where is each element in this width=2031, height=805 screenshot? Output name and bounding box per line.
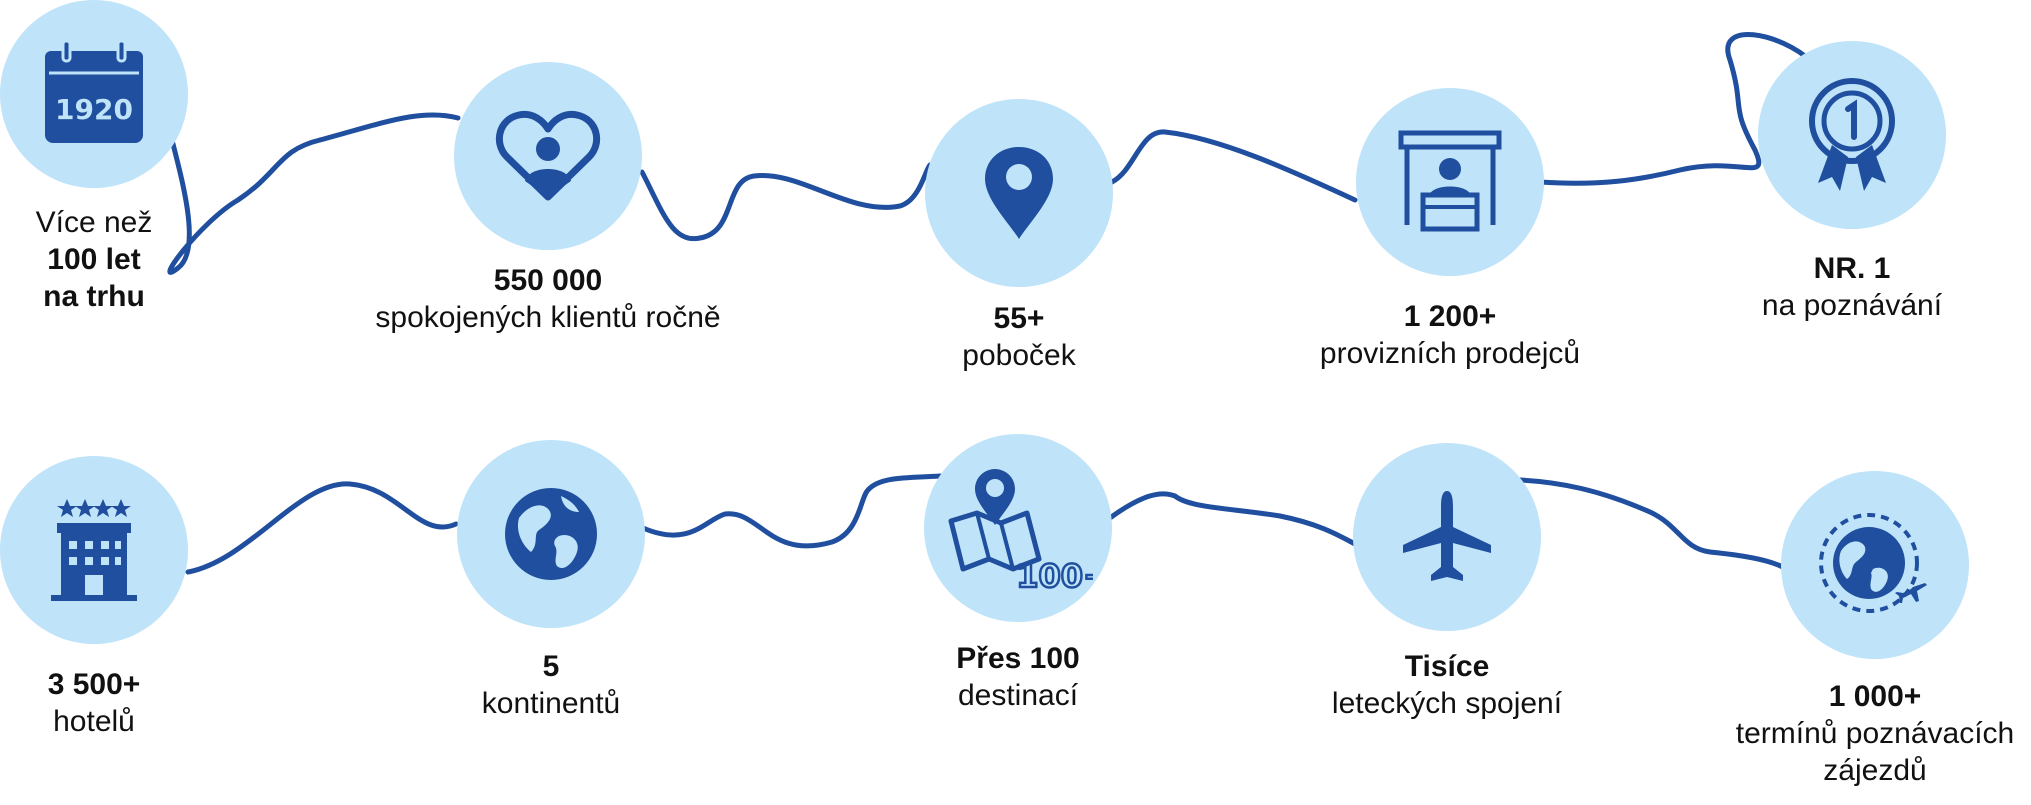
stat-caption: 550 000 spokojených klientů ročně (375, 262, 720, 336)
stat-circle: 100+ (924, 434, 1112, 622)
stat-value: NR. 1 (1813, 252, 1891, 285)
stat-circle: 1920 (0, 0, 188, 188)
stat-label: spokojených klientů ročně (375, 301, 721, 334)
svg-text:1920: 1920 (55, 93, 133, 126)
stat-value: 1 000+ (1828, 680, 1922, 713)
stat-value: 1 200+ (1403, 300, 1497, 333)
stat-circle (925, 99, 1113, 287)
stat-label: kontinentů (481, 687, 621, 720)
stat-caption: Tisíce leteckých spojení (1332, 648, 1562, 722)
stat-value: 3 500+ (47, 668, 141, 701)
stat-label: leteckých spojení (1331, 687, 1563, 720)
stat-circle (1758, 41, 1946, 229)
stat-value: 550 000 (493, 264, 603, 297)
stat-label: zájezdů (1823, 754, 1927, 787)
stat-caption: 1 000+ termínů poznávacích zájezdů (1736, 678, 2014, 789)
svg-text:100+: 100+ (1016, 557, 1093, 593)
stat-circle (457, 440, 645, 628)
stat-label: na poznávání (1761, 289, 1943, 322)
stat-label: poboček (962, 339, 1076, 372)
connector-path-top (167, 32, 1815, 275)
award-medal-icon (1809, 78, 1895, 191)
stat-caption: NR. 1 na poznávání (1762, 250, 1942, 324)
sales-booth-icon (1398, 130, 1502, 232)
stat-value: 100 let (47, 243, 141, 276)
map-pin-icon (985, 147, 1053, 239)
stat-value: Tisíce (1404, 650, 1490, 683)
stat-circle (1781, 471, 1969, 659)
stat-label: hotelů (53, 705, 135, 738)
stat-caption: Více než 100 let na trhu (36, 204, 153, 315)
hotel-icon (51, 499, 137, 601)
stat-value: 5 (542, 650, 560, 683)
stat-caption: 55+ poboček (962, 300, 1075, 374)
stat-circle (454, 62, 642, 250)
stat-caption: 3 500+ hotelů (48, 666, 141, 740)
calendar-icon: 1920 (45, 39, 143, 143)
globe-plane-icon (1819, 513, 1927, 613)
heart-person-icon (495, 110, 601, 201)
stat-caption: Přes 100 destinací (956, 640, 1079, 714)
stat-label: termínů poznávacích (1735, 717, 2015, 750)
destination-map-icon: 100+ (948, 469, 1093, 593)
stat-value: 55+ (993, 302, 1045, 335)
stat-caption: 5 kontinentů (482, 648, 620, 722)
stat-label: destinací (957, 679, 1079, 712)
stat-circle (0, 456, 188, 644)
globe-icon (505, 488, 597, 580)
stat-circle (1353, 443, 1541, 631)
stat-value: na trhu (43, 280, 145, 313)
stat-caption: 1 200+ provizních prodejců (1320, 298, 1580, 372)
stat-label: provizních prodejců (1319, 337, 1581, 370)
stat-circle (1356, 88, 1544, 276)
airplane-icon (1403, 491, 1491, 581)
stat-value: Přes 100 (956, 642, 1080, 675)
stat-label: Více než (35, 206, 153, 239)
connector-path-bottom (185, 473, 1788, 575)
